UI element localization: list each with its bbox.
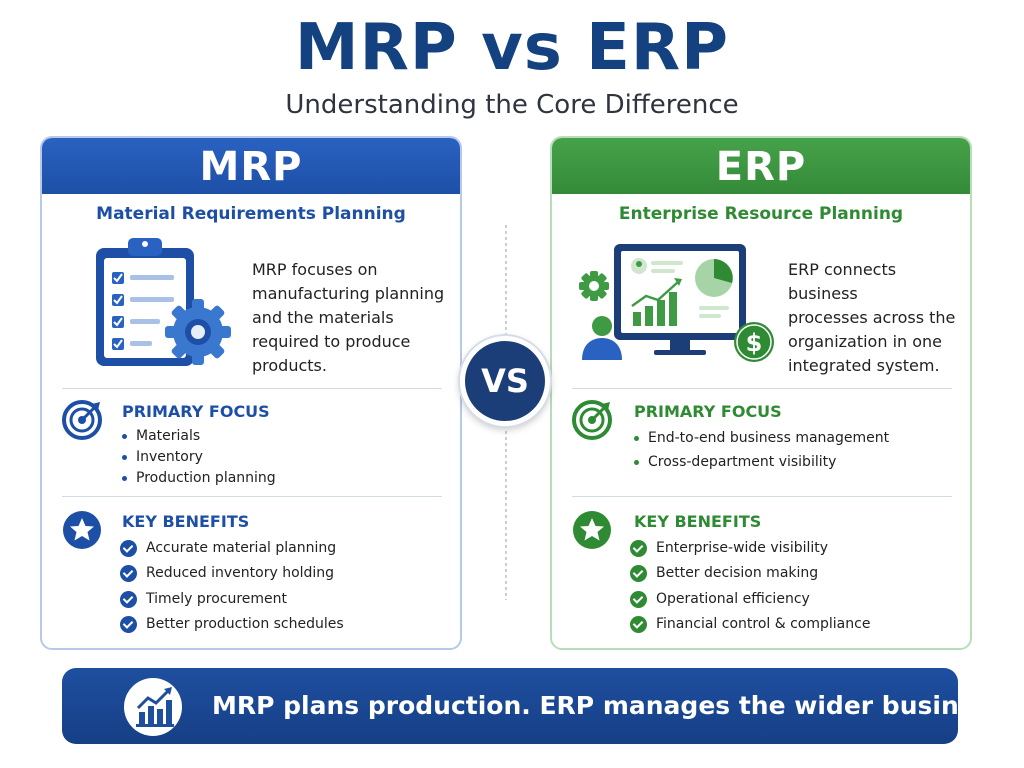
benefit-label: Operational efficiency [656, 590, 810, 607]
mrp-full-name: Material Requirements Planning [96, 204, 406, 224]
check-circle-icon [630, 615, 647, 633]
list-item: Materials [120, 426, 276, 447]
list-item: Operational efficiency [630, 587, 870, 612]
erp-full-name: Enterprise Resource Planning [618, 204, 904, 224]
list-item: Cross-department visibility [632, 450, 889, 474]
monitor-dashboard-icon: $ [579, 244, 774, 362]
benefit-label: Enterprise-wide visibility [656, 540, 829, 556]
clipboard-gear-icon [96, 238, 231, 366]
check-circle-icon [120, 590, 137, 608]
erp-divider [572, 496, 952, 497]
erp-heading: ERP [552, 138, 970, 194]
erp-description-line: processes across the [788, 308, 956, 327]
list-item: Enterprise-wide visibility [630, 536, 870, 561]
mrp-description-line: manufacturing planning [252, 284, 445, 303]
erp-description: ERP connects business processes across t… [788, 258, 970, 378]
list-item: End-to-end business management [632, 426, 889, 450]
benefit-label: Better decision making [656, 565, 819, 582]
erp-focus-list: End-to-end business management Cross-dep… [632, 426, 889, 474]
erp-description-line: ERP connects business [788, 260, 897, 303]
benefit-label: Accurate material planning [146, 540, 337, 556]
mrp-divider [62, 496, 442, 497]
target-icon [62, 400, 102, 440]
mrp-focus-title: PRIMARY FOCUS [122, 402, 270, 421]
list-item: Timely procurement [120, 587, 344, 612]
star-badge-icon [63, 511, 101, 549]
summary-banner: MRP plans production. ERP manages the wi… [62, 668, 1015, 744]
mrp-heading: MRP [42, 138, 460, 194]
erp-description-line: integrated system. [788, 356, 940, 375]
check-circle-icon [630, 565, 647, 583]
check-circle-icon [120, 615, 137, 633]
mrp-description-line: required to produce [252, 332, 411, 351]
target-icon [572, 400, 612, 440]
svg-text:$: $ [746, 329, 763, 357]
mrp-description-line: and the materials [252, 308, 394, 327]
list-item: Production planning [120, 468, 276, 489]
benefit-label: Financial control & compliance [656, 615, 871, 632]
erp-panel: ERP Enterprise Resource Planning [550, 136, 972, 650]
main-subtitle: Understanding the Core Difference [285, 90, 739, 120]
benefit-label: Reduced inventory holding [146, 565, 335, 582]
vs-badge: VS [460, 336, 550, 426]
erp-benefits-title: KEY BENEFITS [634, 512, 762, 531]
mrp-description-line: products. [252, 356, 327, 375]
mrp-description-line: MRP focuses on [252, 260, 378, 279]
list-item: Reduced inventory holding [120, 561, 344, 586]
main-title: MRP vs ERP [294, 11, 730, 85]
mrp-description: MRP focuses on manufacturing planning an… [252, 258, 444, 378]
growth-chart-icon [124, 678, 182, 736]
erp-divider [572, 388, 952, 389]
list-item: Better decision making [630, 561, 870, 586]
check-circle-icon [120, 565, 137, 583]
list-item: Inventory [120, 447, 276, 468]
center-dotted-divider [505, 425, 507, 600]
benefit-label: Timely procurement [146, 590, 288, 607]
mrp-benefits-title: KEY BENEFITS [122, 512, 250, 531]
check-circle-icon [630, 540, 647, 557]
check-circle-icon [630, 590, 647, 608]
mrp-benefits-list: Accurate material planning Reduced inven… [120, 536, 344, 637]
mrp-panel: MRP Material Requirements Planning [40, 136, 462, 650]
summary-text: MRP plans production. ERP manages the wi… [212, 691, 1015, 720]
erp-description-line: organization in one [788, 332, 943, 351]
mrp-divider [62, 388, 442, 389]
list-item: Accurate material planning [120, 536, 344, 561]
mrp-focus-list: Materials Inventory Production planning [120, 426, 276, 489]
check-circle-icon [120, 540, 137, 557]
list-item: Financial control & compliance [630, 612, 870, 637]
erp-focus-title: PRIMARY FOCUS [634, 402, 782, 421]
erp-benefits-list: Enterprise-wide visibility Better decisi… [630, 536, 870, 637]
list-item: Better production schedules [120, 612, 344, 637]
center-dotted-divider [505, 225, 507, 345]
star-badge-icon [573, 511, 611, 549]
benefit-label: Better production schedules [146, 615, 344, 632]
